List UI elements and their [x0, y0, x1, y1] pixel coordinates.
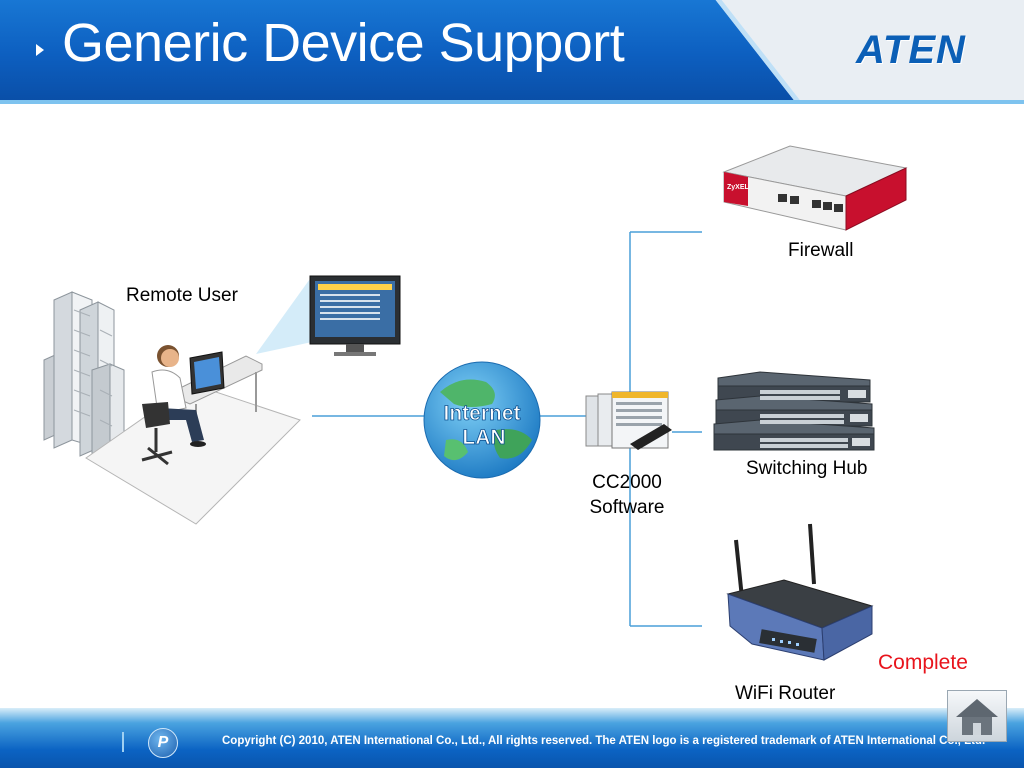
- header-bar: Generic Device Support ATEN: [0, 0, 1024, 104]
- lan-label: LAN: [462, 426, 505, 449]
- p-badge-icon: P: [148, 728, 178, 758]
- wifi-router-icon: [726, 523, 874, 661]
- switching-hub-label: Switching Hub: [746, 458, 868, 479]
- firewall-brand: ZyXEL: [727, 184, 750, 191]
- firewall-device-icon: ZyXEL: [722, 145, 908, 231]
- aten-logo: ATEN: [856, 28, 966, 72]
- complete-link[interactable]: Complete: [878, 651, 968, 674]
- page-title: Generic Device Support: [62, 13, 625, 73]
- software-windows-icon: [585, 391, 672, 450]
- building-icon: [43, 291, 125, 459]
- title-bullet-icon: [36, 44, 44, 56]
- home-icon: [956, 699, 998, 735]
- globe-icon: Internet LAN: [423, 361, 541, 479]
- remote-user-label: Remote User: [126, 285, 238, 306]
- footer-separator: [122, 732, 124, 752]
- monitor-icon: [256, 275, 401, 356]
- software-label-line2: Software: [589, 497, 665, 518]
- switch-stack-icon: [713, 371, 875, 451]
- internet-label: Internet: [443, 402, 520, 425]
- software-label-line1: CC2000: [592, 472, 662, 493]
- person-at-desk-icon: [85, 345, 301, 525]
- footer-copyright: Copyright (C) 2010, ATEN International C…: [222, 735, 986, 747]
- wifi-router-label: WiFi Router: [735, 683, 836, 704]
- firewall-label: Firewall: [788, 240, 854, 261]
- header-underline: [0, 100, 1024, 104]
- home-button[interactable]: [947, 690, 1007, 742]
